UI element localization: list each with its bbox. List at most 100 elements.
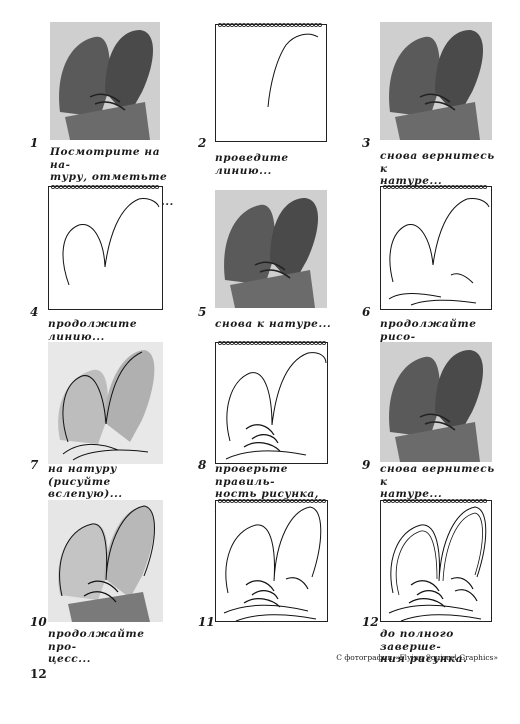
spiral-loop (262, 499, 267, 504)
spiral-loop (115, 185, 120, 190)
spiral-loop (390, 499, 395, 504)
spiral-loop (103, 185, 108, 190)
spiral-loop (298, 341, 303, 346)
spiral-loop (298, 499, 303, 504)
spiral-loop (107, 185, 112, 190)
sketch-pad (215, 23, 327, 142)
sketch-pad (380, 499, 492, 622)
spiral-loop (78, 185, 83, 190)
spiral-loop (451, 499, 456, 504)
sketch-pad (215, 499, 328, 622)
step-caption: снова вернитесь к натуре... (380, 463, 495, 500)
step-number: 9 (362, 458, 371, 472)
spiral-loop (302, 23, 307, 28)
spiral-loop (447, 185, 452, 190)
spiral-loop (262, 23, 267, 28)
spiral-loop (290, 499, 295, 504)
spiral-loop (286, 341, 291, 346)
spiral-loop (290, 23, 295, 28)
spiral-loop (74, 185, 79, 190)
spiral-loop (410, 185, 415, 190)
spiral-loop (439, 185, 444, 190)
spiral-loop (237, 341, 242, 346)
spiral-loop (254, 499, 259, 504)
spiral-loop (419, 185, 424, 190)
spiral-loop (237, 499, 242, 504)
spiral-loop (91, 185, 96, 190)
spiral-loop (266, 23, 271, 28)
photo-credit: С фотографии «Flying Squirrel Graphics» (336, 653, 498, 662)
spiral-loop (310, 341, 315, 346)
spiral-loop (270, 341, 275, 346)
spiral-loop (294, 499, 299, 504)
step-number: 7 (30, 458, 39, 472)
shoes-photo (380, 342, 492, 462)
spiral-loop (475, 185, 480, 190)
spiral-loop (459, 499, 464, 504)
spiral-loop (310, 23, 315, 28)
spiral-loop (58, 185, 63, 190)
spiral-loop (241, 23, 246, 28)
spiral-loop (455, 185, 460, 190)
spiral-loop (127, 185, 132, 190)
spiral-loop (390, 185, 395, 190)
spiral-loop (250, 23, 255, 28)
step-caption: снова вернитесь к натуре... (380, 150, 495, 187)
sketch-pad (215, 341, 328, 464)
spiral-loop (282, 341, 287, 346)
spiral-loop (99, 185, 104, 190)
spiral-loop (483, 499, 488, 504)
spiral-loop (419, 499, 424, 504)
spiral-loop (262, 341, 267, 346)
spiral-loop (270, 499, 275, 504)
spiral-loop (427, 185, 432, 190)
spiral-loop (423, 185, 428, 190)
shoes-photo (380, 22, 492, 140)
spiral-loop (218, 341, 223, 346)
spiral-loop (431, 185, 436, 190)
overlay-photo-sketch (48, 342, 163, 464)
spiral-loop (463, 185, 468, 190)
spiral-binding (383, 499, 488, 504)
spiral-loop (290, 341, 295, 346)
spiral-loop (87, 185, 92, 190)
step-number: 2 (198, 136, 207, 150)
spiral-loop (394, 185, 399, 190)
spiral-loop (233, 499, 238, 504)
spiral-loop (439, 499, 444, 504)
spiral-loop (302, 341, 307, 346)
spiral-loop (225, 341, 230, 346)
spiral-loop (270, 23, 275, 28)
spiral-loop (229, 499, 234, 504)
spiral-loop (250, 341, 255, 346)
spiral-binding (218, 23, 323, 28)
spiral-loop (274, 341, 279, 346)
spiral-loop (467, 185, 472, 190)
spiral-binding (218, 341, 327, 346)
spiral-loop (431, 499, 436, 504)
spiral-loop (467, 499, 472, 504)
spiral-loop (443, 185, 448, 190)
sketch-pad (48, 185, 163, 310)
spiral-loop (387, 499, 392, 504)
spiral-loop (111, 185, 116, 190)
spiral-loop (254, 23, 259, 28)
spiral-loop (306, 341, 311, 346)
spiral-loop (151, 185, 156, 190)
spiral-loop (139, 185, 144, 190)
spiral-loop (294, 341, 299, 346)
spiral-loop (398, 499, 403, 504)
spiral-loop (245, 499, 250, 504)
spiral-loop (318, 341, 323, 346)
spiral-loop (258, 23, 263, 28)
spiral-loop (233, 341, 238, 346)
spiral-loop (415, 185, 420, 190)
spiral-loop (298, 23, 303, 28)
spiral-loop (282, 499, 287, 504)
spiral-loop (394, 499, 399, 504)
spiral-loop (274, 23, 279, 28)
spiral-loop (83, 185, 88, 190)
spiral-loop (222, 23, 227, 28)
spiral-loop (233, 23, 238, 28)
step-number: 12 (362, 615, 379, 629)
